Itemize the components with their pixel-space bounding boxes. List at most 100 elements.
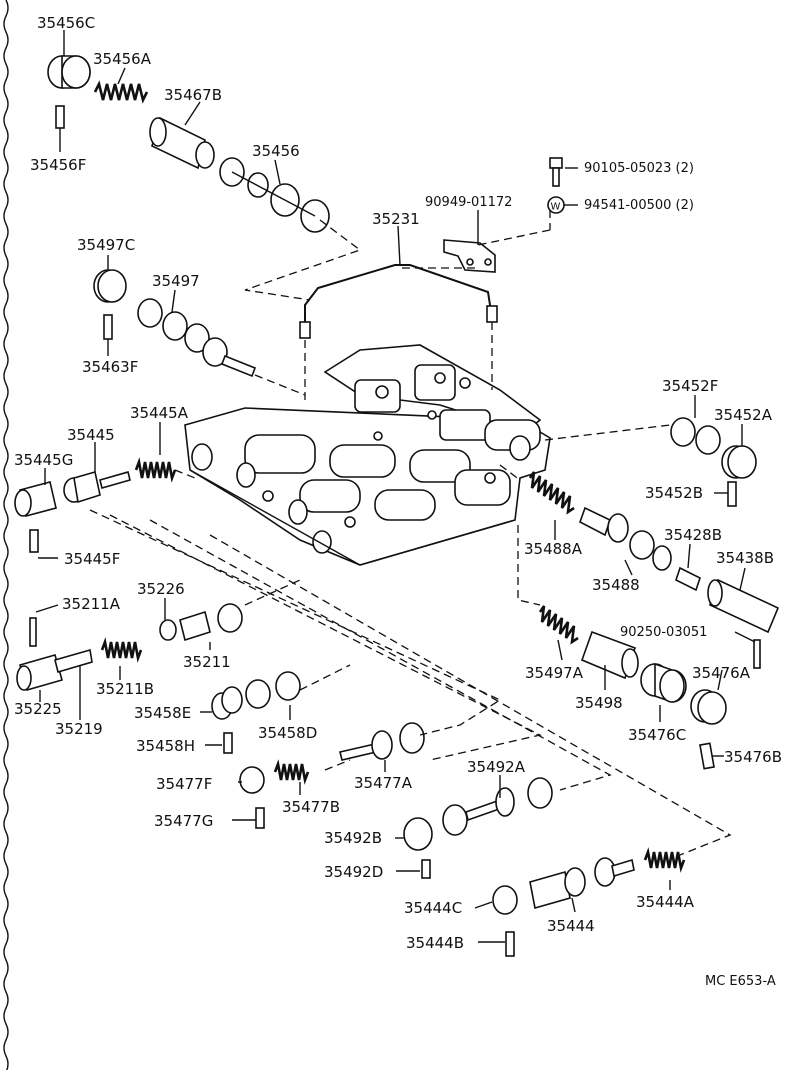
pin-35458h [223,732,233,754]
bracket [443,239,496,273]
pin-35492d [421,859,431,879]
plug-35476a [690,689,727,725]
label-35477b: 35477B [282,798,340,816]
valve-35488 [579,506,672,571]
spring-35444a [643,847,686,873]
spring-35445a [134,457,177,483]
label-35497c: 35497C [77,236,135,254]
label-35458h: 35458H [136,737,195,755]
label-35458e: 35458E [134,704,191,722]
pin-90250-03051 [753,639,761,669]
label-35477a: 35477A [354,774,413,792]
label-35452f: 35452F [662,377,718,395]
spring-35211b [100,637,143,663]
valve-35477a [339,722,425,761]
spring-35477b [273,759,310,785]
part-labels: 35456C 35456A 35467B 35456F 35456 90105-… [14,14,782,952]
valve-35444 [529,857,635,910]
label-35225: 35225 [14,700,62,718]
cable-end-right [486,305,498,323]
label-35231: 35231 [372,210,420,228]
ring-35226 [159,619,177,641]
cable-35231 [304,264,493,336]
label-35438b: 35438B [716,549,774,567]
plug-35476c [640,662,687,703]
guide-lines [89,210,732,856]
label-35226: 35226 [137,580,185,598]
label-35452b: 35452B [645,484,703,502]
label-35444b: 35444B [406,934,464,952]
plug-35458d [245,671,301,709]
label-35477f: 35477F [156,775,212,793]
plug-35497c [93,269,127,303]
valve-35445 [63,470,131,504]
label-35492d: 35492D [324,863,383,881]
label-35456f: 35456F [30,156,86,174]
label-90250-03051: 90250-03051 [620,625,707,640]
label-35463f: 35463F [82,358,138,376]
label-35498: 35498 [575,694,623,712]
label-35211a: 35211A [62,595,121,613]
plug-35477f [239,766,265,794]
plug-35225 [16,648,93,691]
pin-35476b [699,742,715,770]
label-35497: 35497 [152,272,200,290]
plug-35452f [670,417,721,455]
label-35445f: 35445F [64,550,120,568]
plug-35456c [47,55,91,89]
pin-35452b [727,481,737,507]
pin-35456f [55,105,65,129]
sleeve-35467b [149,116,215,170]
label-94541-00500: 94541-00500 (2) [584,198,694,213]
label-35444a: 35444A [636,893,695,911]
label-35211b: 35211B [96,680,154,698]
label-35445g: 35445G [14,451,73,469]
label-35211: 35211 [183,653,231,671]
label-35488: 35488 [592,576,640,594]
bolt-icon [549,157,563,187]
label-35445: 35445 [67,426,115,444]
spring-35456a [93,80,149,104]
label-35492a: 35492A [467,758,526,776]
valve-35497 [137,298,257,378]
label-35444c: 35444C [404,899,462,917]
label-35428b: 35428B [664,526,722,544]
diagram-code: MC E653-A [705,974,776,989]
label-35488a: 35488A [524,540,583,558]
plug-35444c [492,885,518,915]
plug-35428b [675,566,701,592]
pin-35477g [255,807,265,829]
label-35445a: 35445A [130,404,189,422]
label-90105-05023: 90105-05023 (2) [584,161,694,176]
cable-end-left [299,321,311,339]
pin-35445f [29,529,39,553]
label-35476c: 35476C [628,726,686,744]
leader-lines [35,30,756,943]
label-35458d: 35458D [258,724,317,742]
sleeve-35438b [707,578,780,634]
label-35477g: 35477G [154,812,213,830]
washer-icon: W [547,196,565,214]
label-35467b: 35467B [164,86,222,104]
sleeve-35498 [580,630,639,680]
pin-35463f [103,314,113,340]
plug-35445g [14,481,57,517]
pin-35211a [29,617,37,647]
valve-35211 [179,603,243,642]
label-90949-01172: 90949-01172 [425,195,512,210]
label-35476a: 35476A [692,664,751,682]
plug-35458e [211,686,243,720]
label-35456a: 35456A [93,50,152,68]
plug-35492b [403,817,433,851]
left-border [3,0,9,1070]
label-35492b: 35492B [324,829,382,847]
valve-35492a [442,777,553,836]
label-35444: 35444 [547,917,595,935]
valve-body [184,344,551,566]
spring-35488a [528,471,575,515]
plug-35452a [721,445,757,479]
valve-35456 [219,157,330,233]
label-35452a: 35452A [714,406,773,424]
